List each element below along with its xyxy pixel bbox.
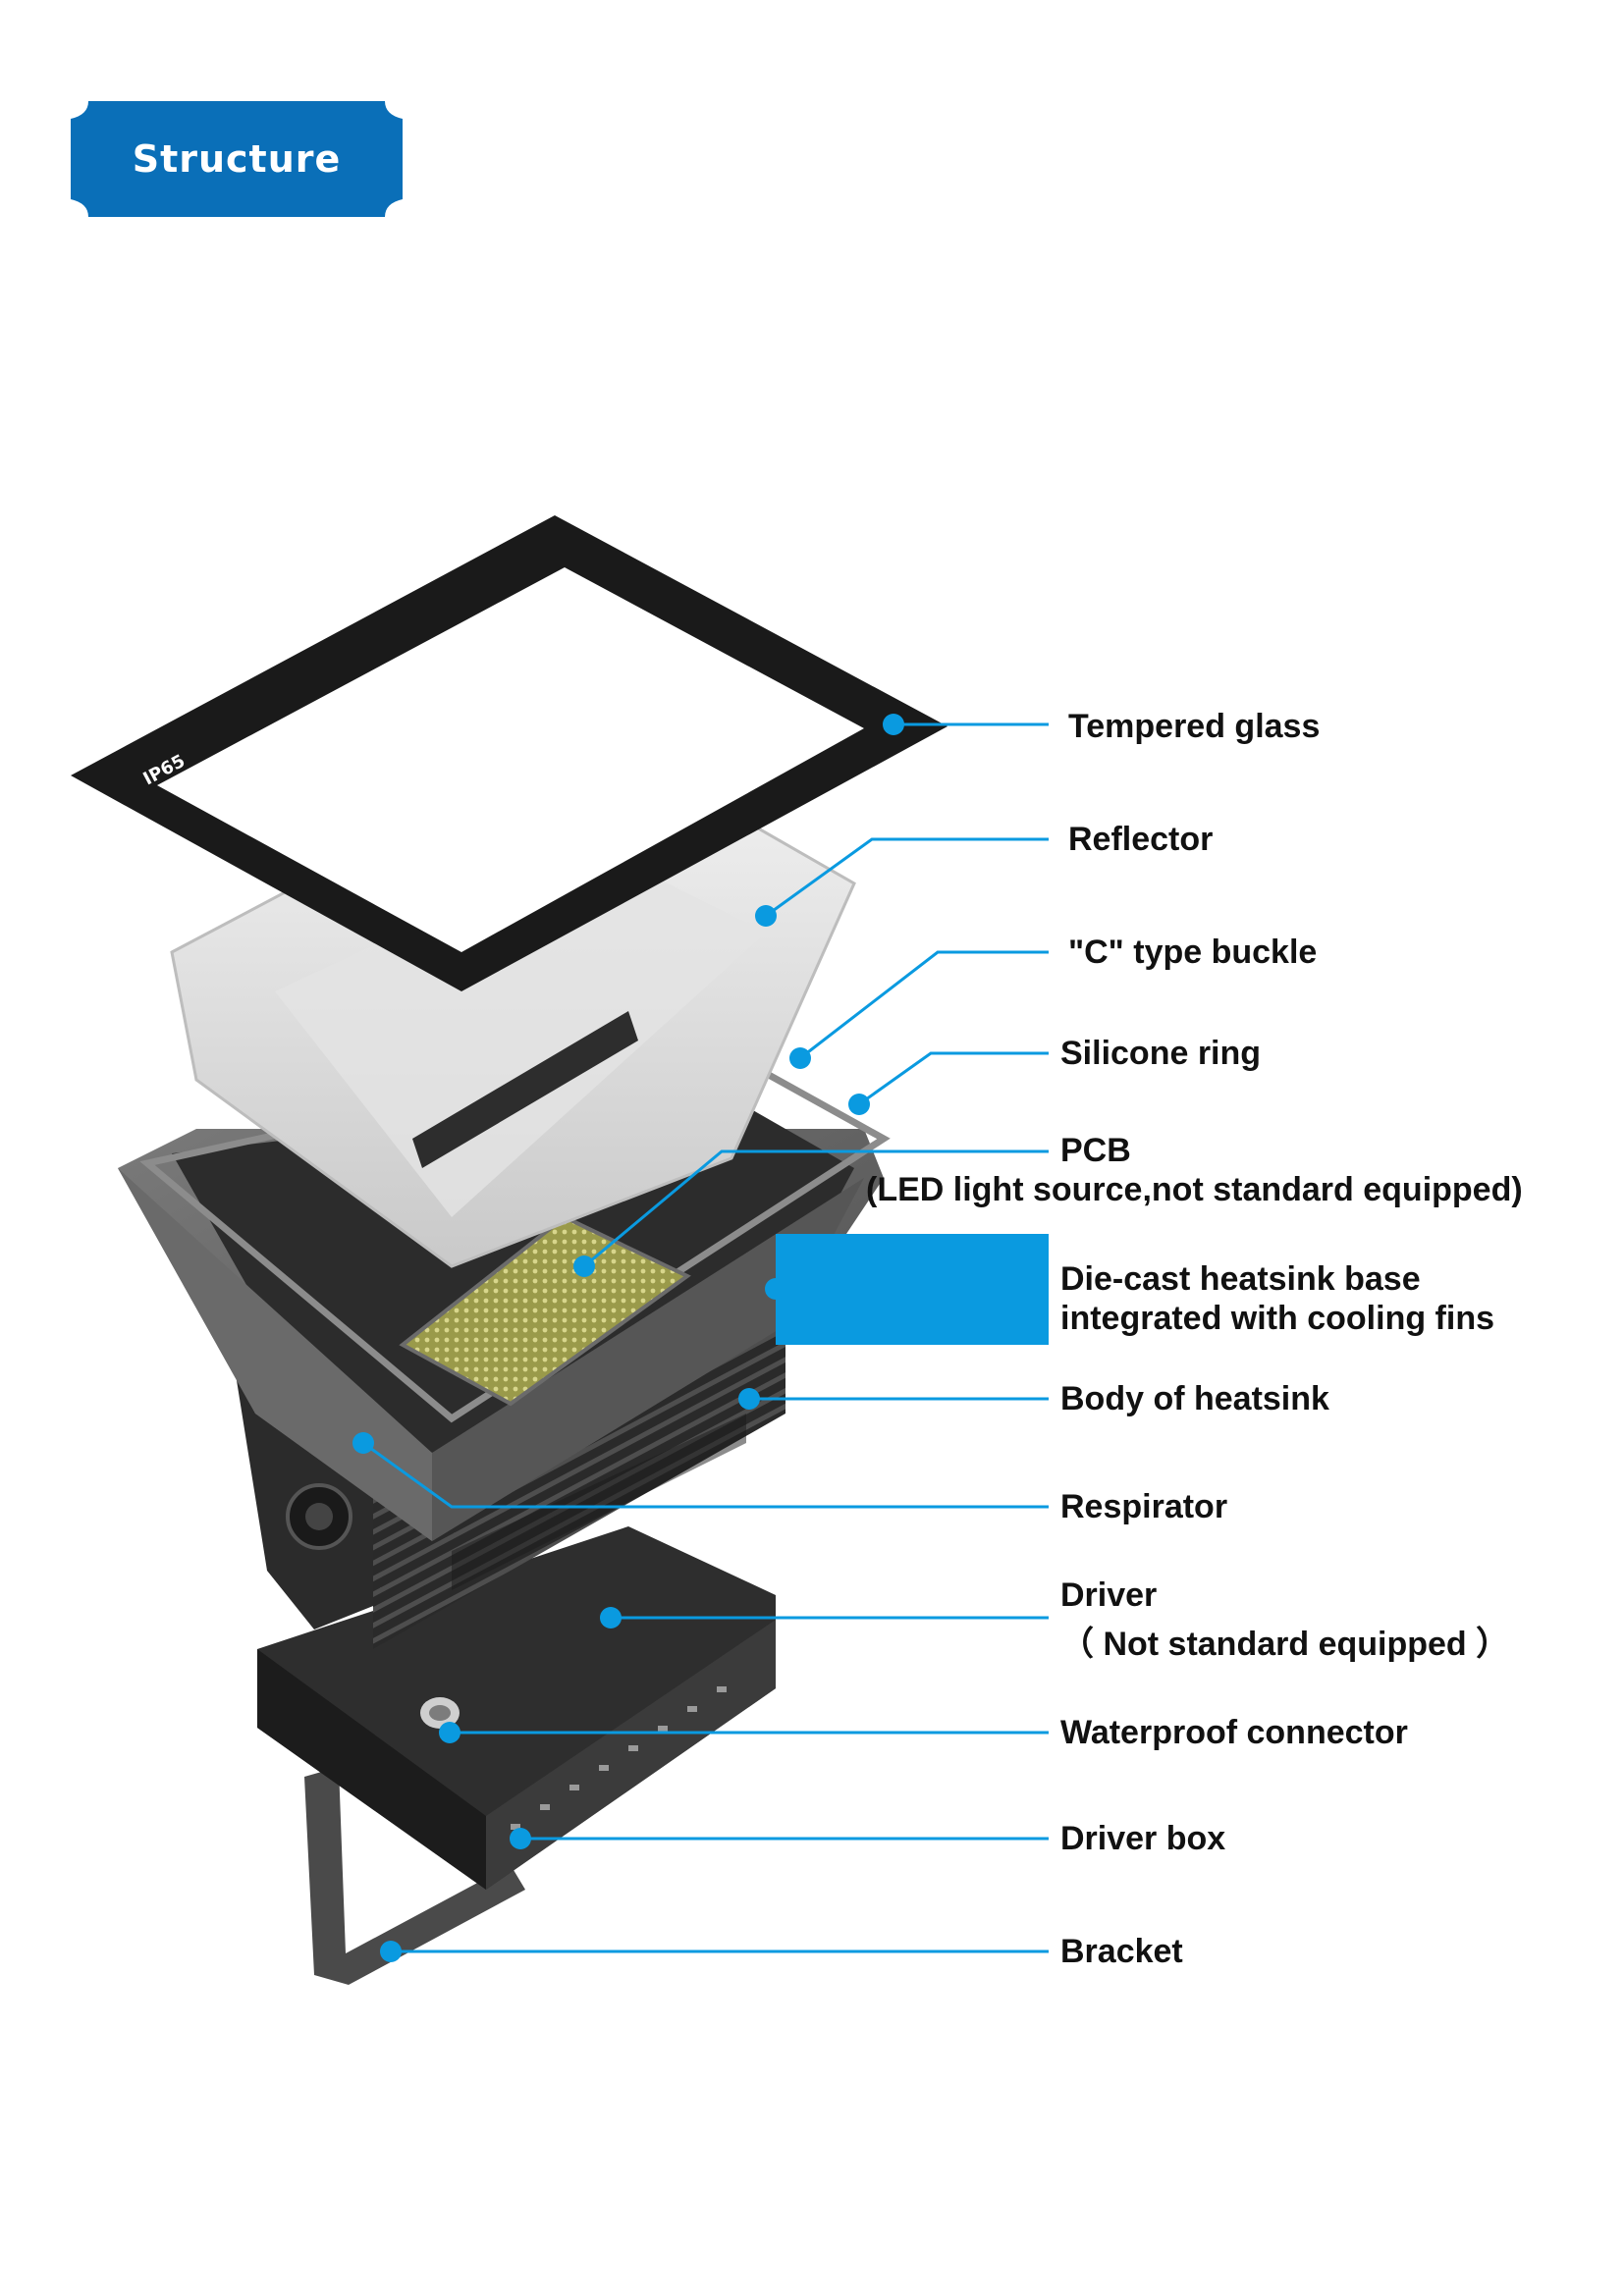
section-header-badge: Structure	[71, 101, 403, 217]
callout-dot-silicone-ring	[848, 1094, 870, 1115]
callout-dot-pcb	[573, 1255, 595, 1277]
callout-dot-respirator	[352, 1432, 374, 1454]
label-reflector: Reflector	[1068, 821, 1214, 858]
callout-dot-waterproof-connector	[439, 1722, 460, 1743]
label-bracket: Bracket	[1060, 1933, 1183, 1970]
callout-dot-c-type-buckle	[789, 1047, 811, 1069]
tempered-glass-part: IP65	[71, 515, 947, 991]
leader-silicone-ring	[858, 1051, 1049, 1106]
leader-respirator	[362, 1441, 1049, 1509]
bracket-part	[304, 1767, 525, 1985]
label-pcb: PCB (LED light source,not standard equip…	[866, 1132, 1523, 1208]
callout-lines	[362, 722, 1049, 1953]
label-silicone-ring: Silicone ring	[1060, 1035, 1262, 1072]
label-die-cast-base-note: integrated with cooling fins	[1060, 1300, 1494, 1337]
callout-dot-driver	[600, 1607, 622, 1629]
label-driver-note: （ Not standard equipped ）	[1060, 1626, 1510, 1663]
leader-reflector	[765, 837, 1049, 918]
waterproof-connector-part	[420, 1697, 460, 1729]
label-waterproof-connector: Waterproof connector	[1060, 1714, 1408, 1751]
callout-dot-bracket	[380, 1941, 402, 1962]
label-driver-box: Driver box	[1060, 1820, 1226, 1857]
callout-dot-die-cast-base	[765, 1278, 786, 1300]
callout-dots	[352, 714, 904, 1962]
callout-dot-tempered-glass	[883, 714, 904, 735]
badge-shape	[71, 101, 403, 217]
label-tempered-glass: Tempered glass	[1068, 708, 1321, 745]
leader-pcb	[583, 1149, 1049, 1268]
label-respirator: Respirator	[1060, 1488, 1228, 1525]
label-driver: Driver （ Not standard equipped ）	[1060, 1576, 1510, 1663]
label-c-type-buckle: "C" type buckle	[1068, 934, 1318, 971]
callout-dot-driver-box	[510, 1828, 531, 1849]
label-die-cast-base: Die-cast heatsink base integrated with c…	[1060, 1260, 1494, 1337]
label-pcb-note: (LED light source,not standard equipped)	[866, 1171, 1523, 1208]
leader-c-type-buckle	[799, 950, 1049, 1060]
callout-dot-heatsink-body	[738, 1388, 760, 1410]
section-title: Structure	[132, 137, 342, 181]
label-heatsink-body: Body of heatsink	[1060, 1380, 1329, 1417]
callout-dot-reflector	[755, 905, 777, 927]
heatsink-body-part	[373, 1315, 785, 1649]
